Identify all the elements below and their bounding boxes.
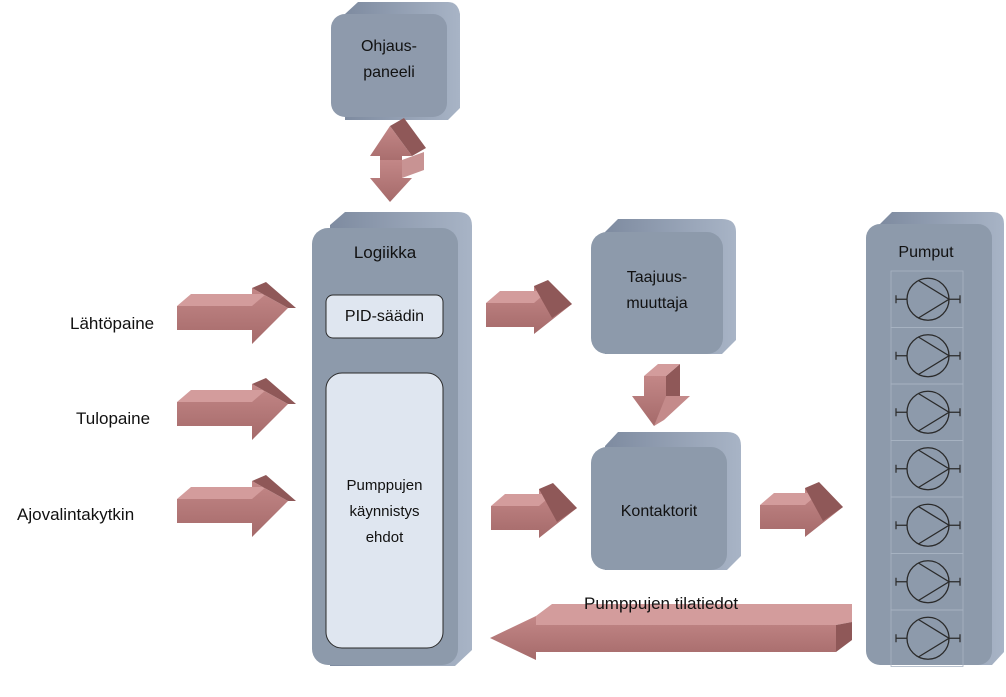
pump-status-label: Pumppujen tilatiedot — [584, 594, 739, 613]
logic-to-freq-arrow — [486, 280, 572, 334]
input-arrow — [177, 475, 296, 537]
logic-box — [312, 212, 472, 666]
logic-title: Logiikka — [353, 243, 417, 262]
pid-controller-box — [325, 294, 444, 339]
pump-symbol — [890, 440, 964, 498]
panel-logic-double-arrow — [370, 118, 426, 202]
frequency-converter-box — [591, 219, 736, 354]
frequency-converter-label: Taajuus- muuttaja — [626, 269, 688, 312]
pid-controller-label: PID-säädin — [344, 308, 425, 325]
pump-symbols — [890, 270, 964, 667]
start-conditions-label: Pumppujen käynnistys ehdot — [346, 477, 423, 546]
pumps-title: Pumput — [898, 244, 954, 261]
pump-status-feedback-arrow — [490, 604, 852, 660]
input-label-inlet-pressure: Tulopaine — [76, 409, 151, 428]
input-arrow — [177, 378, 296, 440]
input-arrow — [177, 282, 296, 344]
logic-to-contactors-arrow — [491, 483, 577, 538]
pumps-box — [866, 212, 1004, 665]
start-conditions-box — [325, 372, 444, 649]
pump-symbol — [890, 327, 964, 385]
control-panel-label: Ohjaus- paneeli — [360, 38, 418, 81]
freq-to-contactors-arrow — [632, 364, 690, 426]
contactors-box — [591, 432, 741, 570]
input-label-mode-switch: Ajovalintakytkin — [17, 505, 135, 524]
pump-symbol — [890, 383, 964, 441]
control-panel-box — [331, 2, 460, 120]
input-label-outlet-pressure: Lähtöpaine — [70, 314, 155, 333]
contactors-label: Kontaktorit — [620, 503, 698, 520]
pump-symbol — [890, 609, 964, 667]
input-arrows — [177, 282, 296, 537]
contactors-to-pumps-arrow — [760, 482, 843, 537]
